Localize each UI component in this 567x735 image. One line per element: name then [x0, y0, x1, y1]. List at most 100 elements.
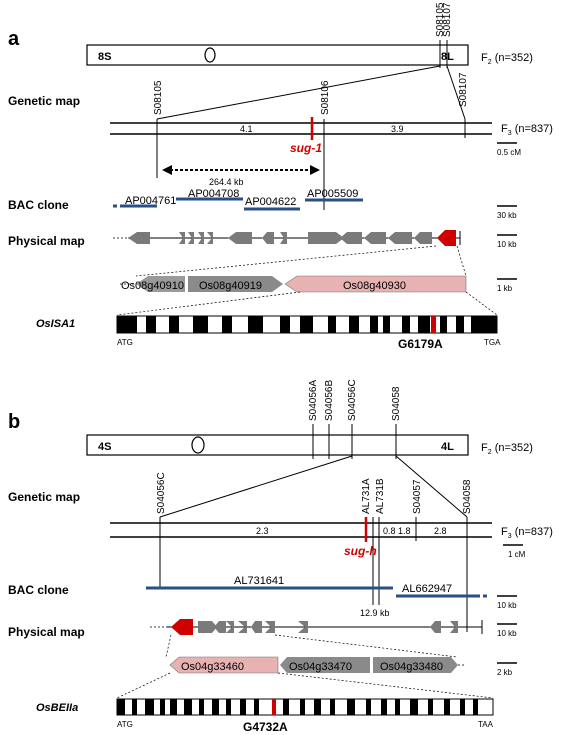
- mutation-g6179a: G6179A: [398, 337, 443, 351]
- osbeiia-exon-17: [366, 699, 371, 715]
- osbeiia-exon-23: [460, 699, 465, 715]
- gene-arrow-a2: [179, 232, 185, 244]
- chrom-8-long-arm: 8L: [441, 51, 454, 63]
- zoom-line-a2: [446, 65, 466, 120]
- osisa1-exon-12: [383, 316, 390, 333]
- osisa1-exon-5: [222, 316, 232, 333]
- gene-name-osbeiia: OsBEIIa: [36, 702, 78, 714]
- osbeiia-exon-16: [347, 699, 355, 715]
- chrom-marker-s04056b: S04056B: [324, 380, 335, 421]
- osbeiia-exon-19: [395, 699, 400, 715]
- zoom-line-a3: [135, 245, 437, 277]
- scale-phys-a: 10 kb: [497, 240, 517, 249]
- start-codon-b: ATG: [117, 720, 133, 729]
- bac-label-ap005509: AP005509: [307, 188, 358, 200]
- gm-marker-al731b: AL731B: [375, 478, 386, 514]
- gm-distance-4-b: 2.8: [434, 526, 447, 536]
- gene-arrow-a7: [262, 232, 274, 244]
- osisa1-exon-7: [280, 316, 290, 333]
- centromere-8: [204, 47, 216, 63]
- gm-marker-s04056c: S04056C: [156, 472, 167, 514]
- bac-clone-label-a: BAC clone: [8, 198, 69, 212]
- genetic-map-label-b: Genetic map: [8, 490, 80, 504]
- zoom-line-b4: [274, 634, 458, 658]
- gm-distance-3-b: 1.8: [398, 526, 411, 536]
- osbeiia-exon-18: [381, 699, 387, 715]
- osbeiia-exon-4: [160, 699, 165, 715]
- osisa1-structure: [116, 315, 498, 334]
- scale-gene-a: 1 kb: [497, 284, 513, 293]
- chrom-marker-s04056c: S04056C: [347, 379, 358, 421]
- osbeiia-exon-1: [117, 699, 125, 715]
- scale-phys-b: 10 kb: [497, 629, 517, 638]
- gene-arrow-a12: [388, 232, 412, 244]
- gene-arrow-b3: [226, 621, 234, 633]
- physical-map-label-b: Physical map: [8, 625, 85, 639]
- osbeiia-exon-24: [473, 699, 478, 715]
- gm-marker-al731a: AL731A: [361, 478, 372, 514]
- osbeiia-exon-10: [240, 699, 246, 715]
- gene-arrow-a8: [280, 232, 287, 244]
- f3-population-b: F3 (n=837): [501, 526, 553, 540]
- gene-arrow-b6: [265, 621, 275, 633]
- osbeiia-exon-20: [410, 699, 418, 715]
- osisa1-exon-6: [248, 316, 263, 333]
- chrom-8-short-arm: 8S: [98, 51, 111, 63]
- osisa1-exon-13: [402, 316, 410, 333]
- physical-map-label-a: Physical map: [8, 234, 85, 248]
- osbeiia-exon-5: [170, 699, 177, 715]
- gene-os04g33460: [169, 656, 279, 674]
- scale-bac-a: 30 kb: [497, 211, 517, 220]
- osisa1-exon-10: [349, 316, 359, 333]
- target-gene-arrow-a: [437, 230, 456, 246]
- f2-population-b: F2 (n=352): [481, 442, 533, 456]
- gm-distance-2-a: 3.9: [391, 124, 404, 134]
- osbeiia-mutation-site: [272, 699, 276, 715]
- gene-arrow-a5: [207, 232, 213, 244]
- osisa1-exon-17: [471, 316, 497, 333]
- gm-marker-s08106: S08106: [320, 80, 331, 115]
- scale-cm-b: 1 cM: [508, 550, 526, 559]
- gene-arrow-a1: [128, 232, 150, 244]
- gene-arrow-b9: [450, 621, 458, 633]
- osbeiia-exon-14: [314, 699, 321, 715]
- physical-genes-a: [128, 230, 456, 246]
- bac-label-ap004761: AP004761: [125, 195, 176, 207]
- span-kb-a: 264.4 kb: [209, 177, 244, 187]
- centromere-4: [191, 436, 205, 454]
- chrom-4-short-arm: 4S: [98, 441, 111, 453]
- gene-label-os08g40930: Os08g40930: [343, 280, 406, 292]
- panel-a-label: a: [8, 28, 20, 50]
- sug-1-label: sug-1: [290, 141, 322, 155]
- gene-arrow-b2: [214, 621, 226, 633]
- osisa1-mutation-site: [431, 316, 436, 333]
- gene-arrow-a9: [308, 232, 344, 244]
- chromosome-8-bar: [86, 44, 469, 66]
- scale-cm-a: 0.5 cM: [497, 148, 521, 157]
- zoom-line-a6: [465, 291, 498, 316]
- osisa1-exon-16: [456, 316, 464, 333]
- gene-os08g40930: [284, 275, 467, 293]
- gene-arrow-a10: [340, 232, 362, 244]
- gene-os08g40910: [136, 276, 185, 292]
- target-gene-arrow-b: [171, 619, 193, 635]
- osisa1-exon-11: [370, 316, 378, 333]
- gene-arrow-a6: [228, 232, 252, 244]
- zoom-line-a5: [116, 291, 301, 316]
- chrom-marker-s08107: S08107: [442, 2, 453, 37]
- zoom-line-b1: [159, 455, 353, 518]
- osbeiia-exon-11: [254, 699, 259, 715]
- gene-arrow-b5: [251, 621, 262, 633]
- gene-label-os04g33470: Os04g33470: [289, 661, 352, 673]
- bac-label-al731641: AL731641: [234, 575, 284, 587]
- gm-distance-1-a: 4.1: [240, 124, 253, 134]
- osbeiia-exon-8: [212, 699, 219, 715]
- gene-arrow-a13: [414, 232, 432, 244]
- gm-marker-s08107: S08107: [458, 72, 469, 107]
- osisa1-exon-4: [193, 316, 208, 333]
- osbeiia-exon-15: [330, 699, 335, 715]
- osisa1-exon-15: [440, 316, 447, 333]
- chromosome-8: 8S 8L S08105 S08107: [86, 2, 469, 68]
- osisa1-exon-14: [418, 316, 430, 333]
